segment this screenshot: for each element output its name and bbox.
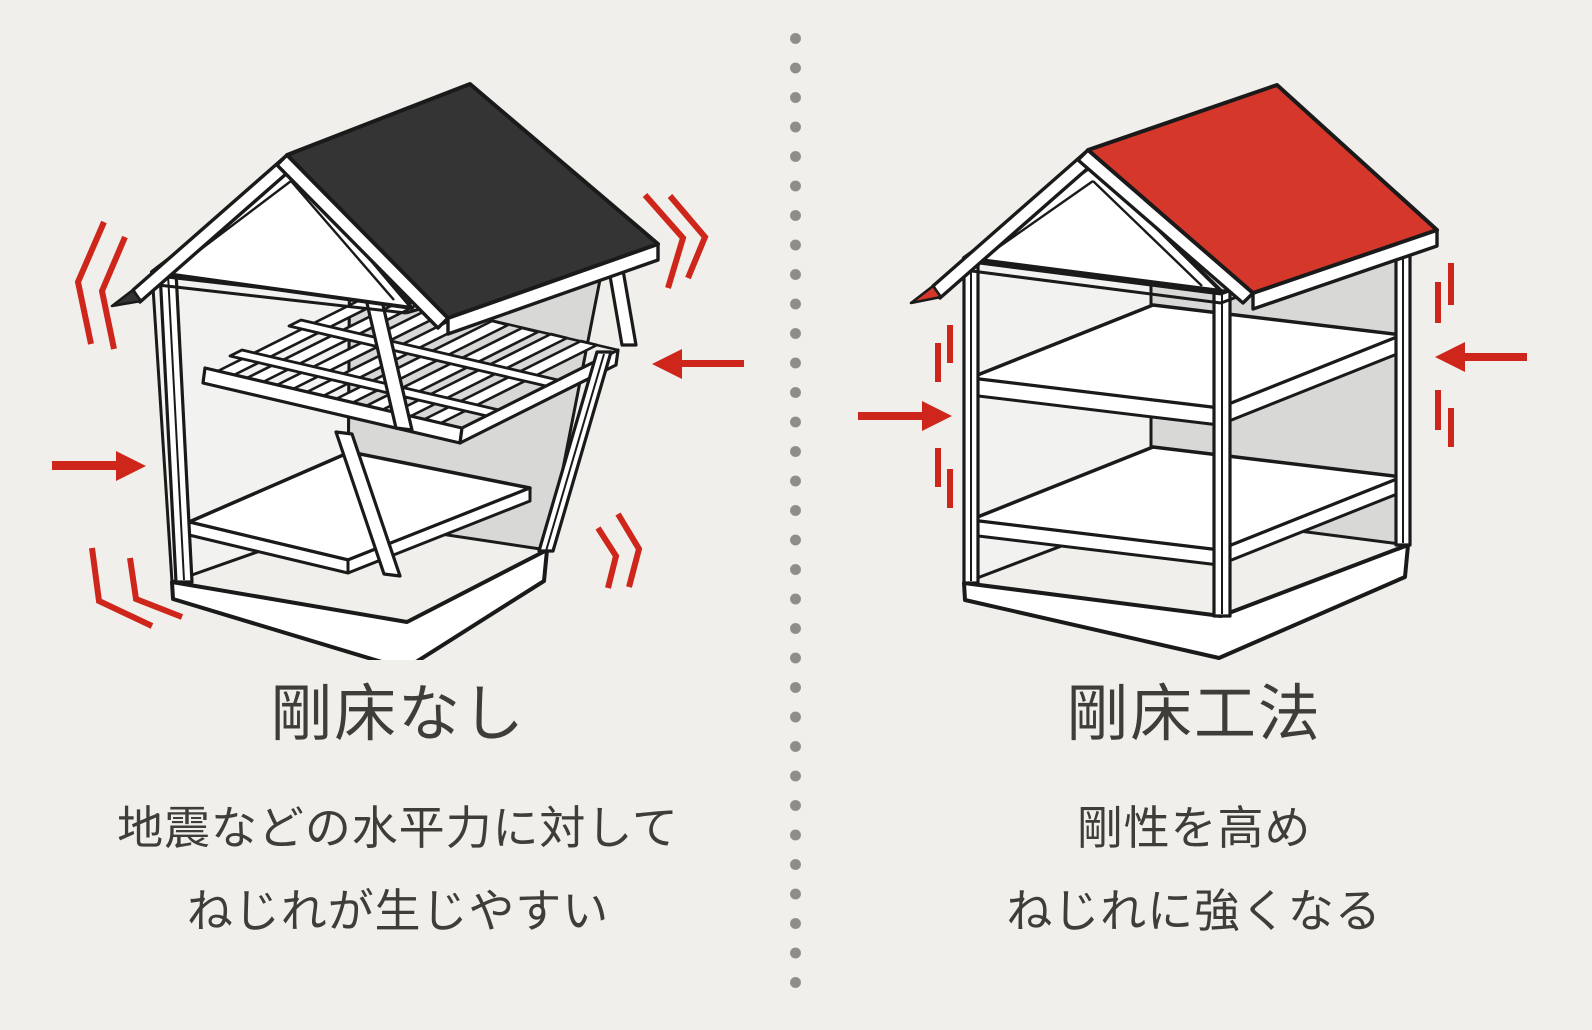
dotted-divider <box>790 33 801 1005</box>
left-title: 剛床なし <box>270 680 526 749</box>
right-caption-line2: ねじれに強くなる <box>1006 885 1382 937</box>
left-caption-line1: 地震などの水平力に対して <box>117 802 679 854</box>
shake-chevron-icon <box>74 193 709 629</box>
panel-no-rigid-floor: 剛床なし 地震などの水平力に対して ねじれが生じやすい <box>52 82 744 937</box>
roof-dark <box>110 82 660 336</box>
left-caption-line2: ねじれが生じやすい <box>186 885 610 937</box>
horizontal-force-arrow-icon <box>52 349 744 481</box>
roof-red <box>909 83 1439 311</box>
corner-posts <box>962 218 1412 618</box>
right-caption-line1: 剛性を高め <box>1076 802 1312 854</box>
base-plinth <box>170 548 549 660</box>
rigid-tick-icon <box>935 263 1454 508</box>
right-title: 剛床工法 <box>1066 680 1322 749</box>
rigid-house-illustration <box>858 83 1527 660</box>
twisting-house-illustration <box>52 82 744 660</box>
panel-rigid-floor-method: 剛床工法 剛性を高め ねじれに強くなる <box>796 0 1592 1030</box>
horizontal-force-arrow-icon <box>858 342 1527 431</box>
